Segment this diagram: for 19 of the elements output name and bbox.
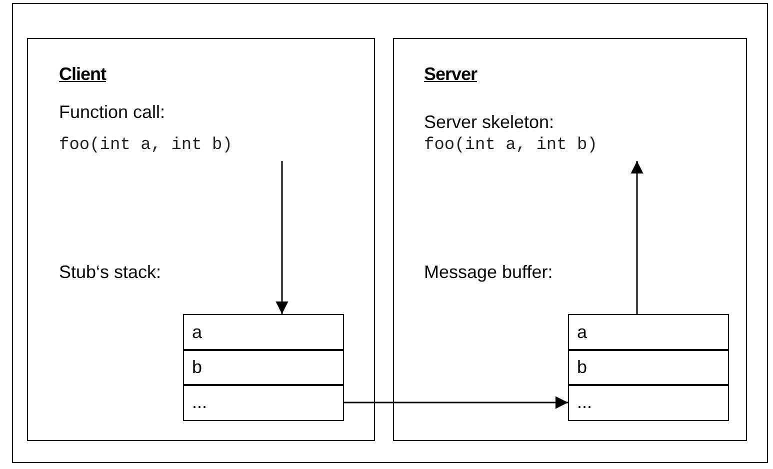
- panel-heading: Client: [59, 63, 106, 85]
- function-signature: foo(int a, int b): [59, 135, 232, 159]
- server-panel: [393, 38, 747, 441]
- buffer-cell: a: [568, 314, 729, 351]
- buffer-cell: ...: [568, 384, 729, 421]
- section-label: Server skeleton:: [424, 111, 554, 133]
- stack-cell: ...: [183, 384, 344, 421]
- arrow: [630, 160, 644, 314]
- function-signature: foo(int a, int b): [424, 135, 598, 159]
- section-label: Stub‘s stack:: [59, 261, 162, 283]
- stack-cell: b: [183, 349, 344, 386]
- buffer-cell: b: [568, 349, 729, 386]
- arrow: [276, 161, 288, 314]
- client-panel: [27, 38, 375, 441]
- panel-heading: Server: [424, 63, 478, 85]
- stack-cell: a: [183, 314, 344, 351]
- section-label: Message buffer:: [424, 261, 553, 283]
- arrow: [344, 396, 568, 409]
- section-label: Function call:: [59, 101, 166, 123]
